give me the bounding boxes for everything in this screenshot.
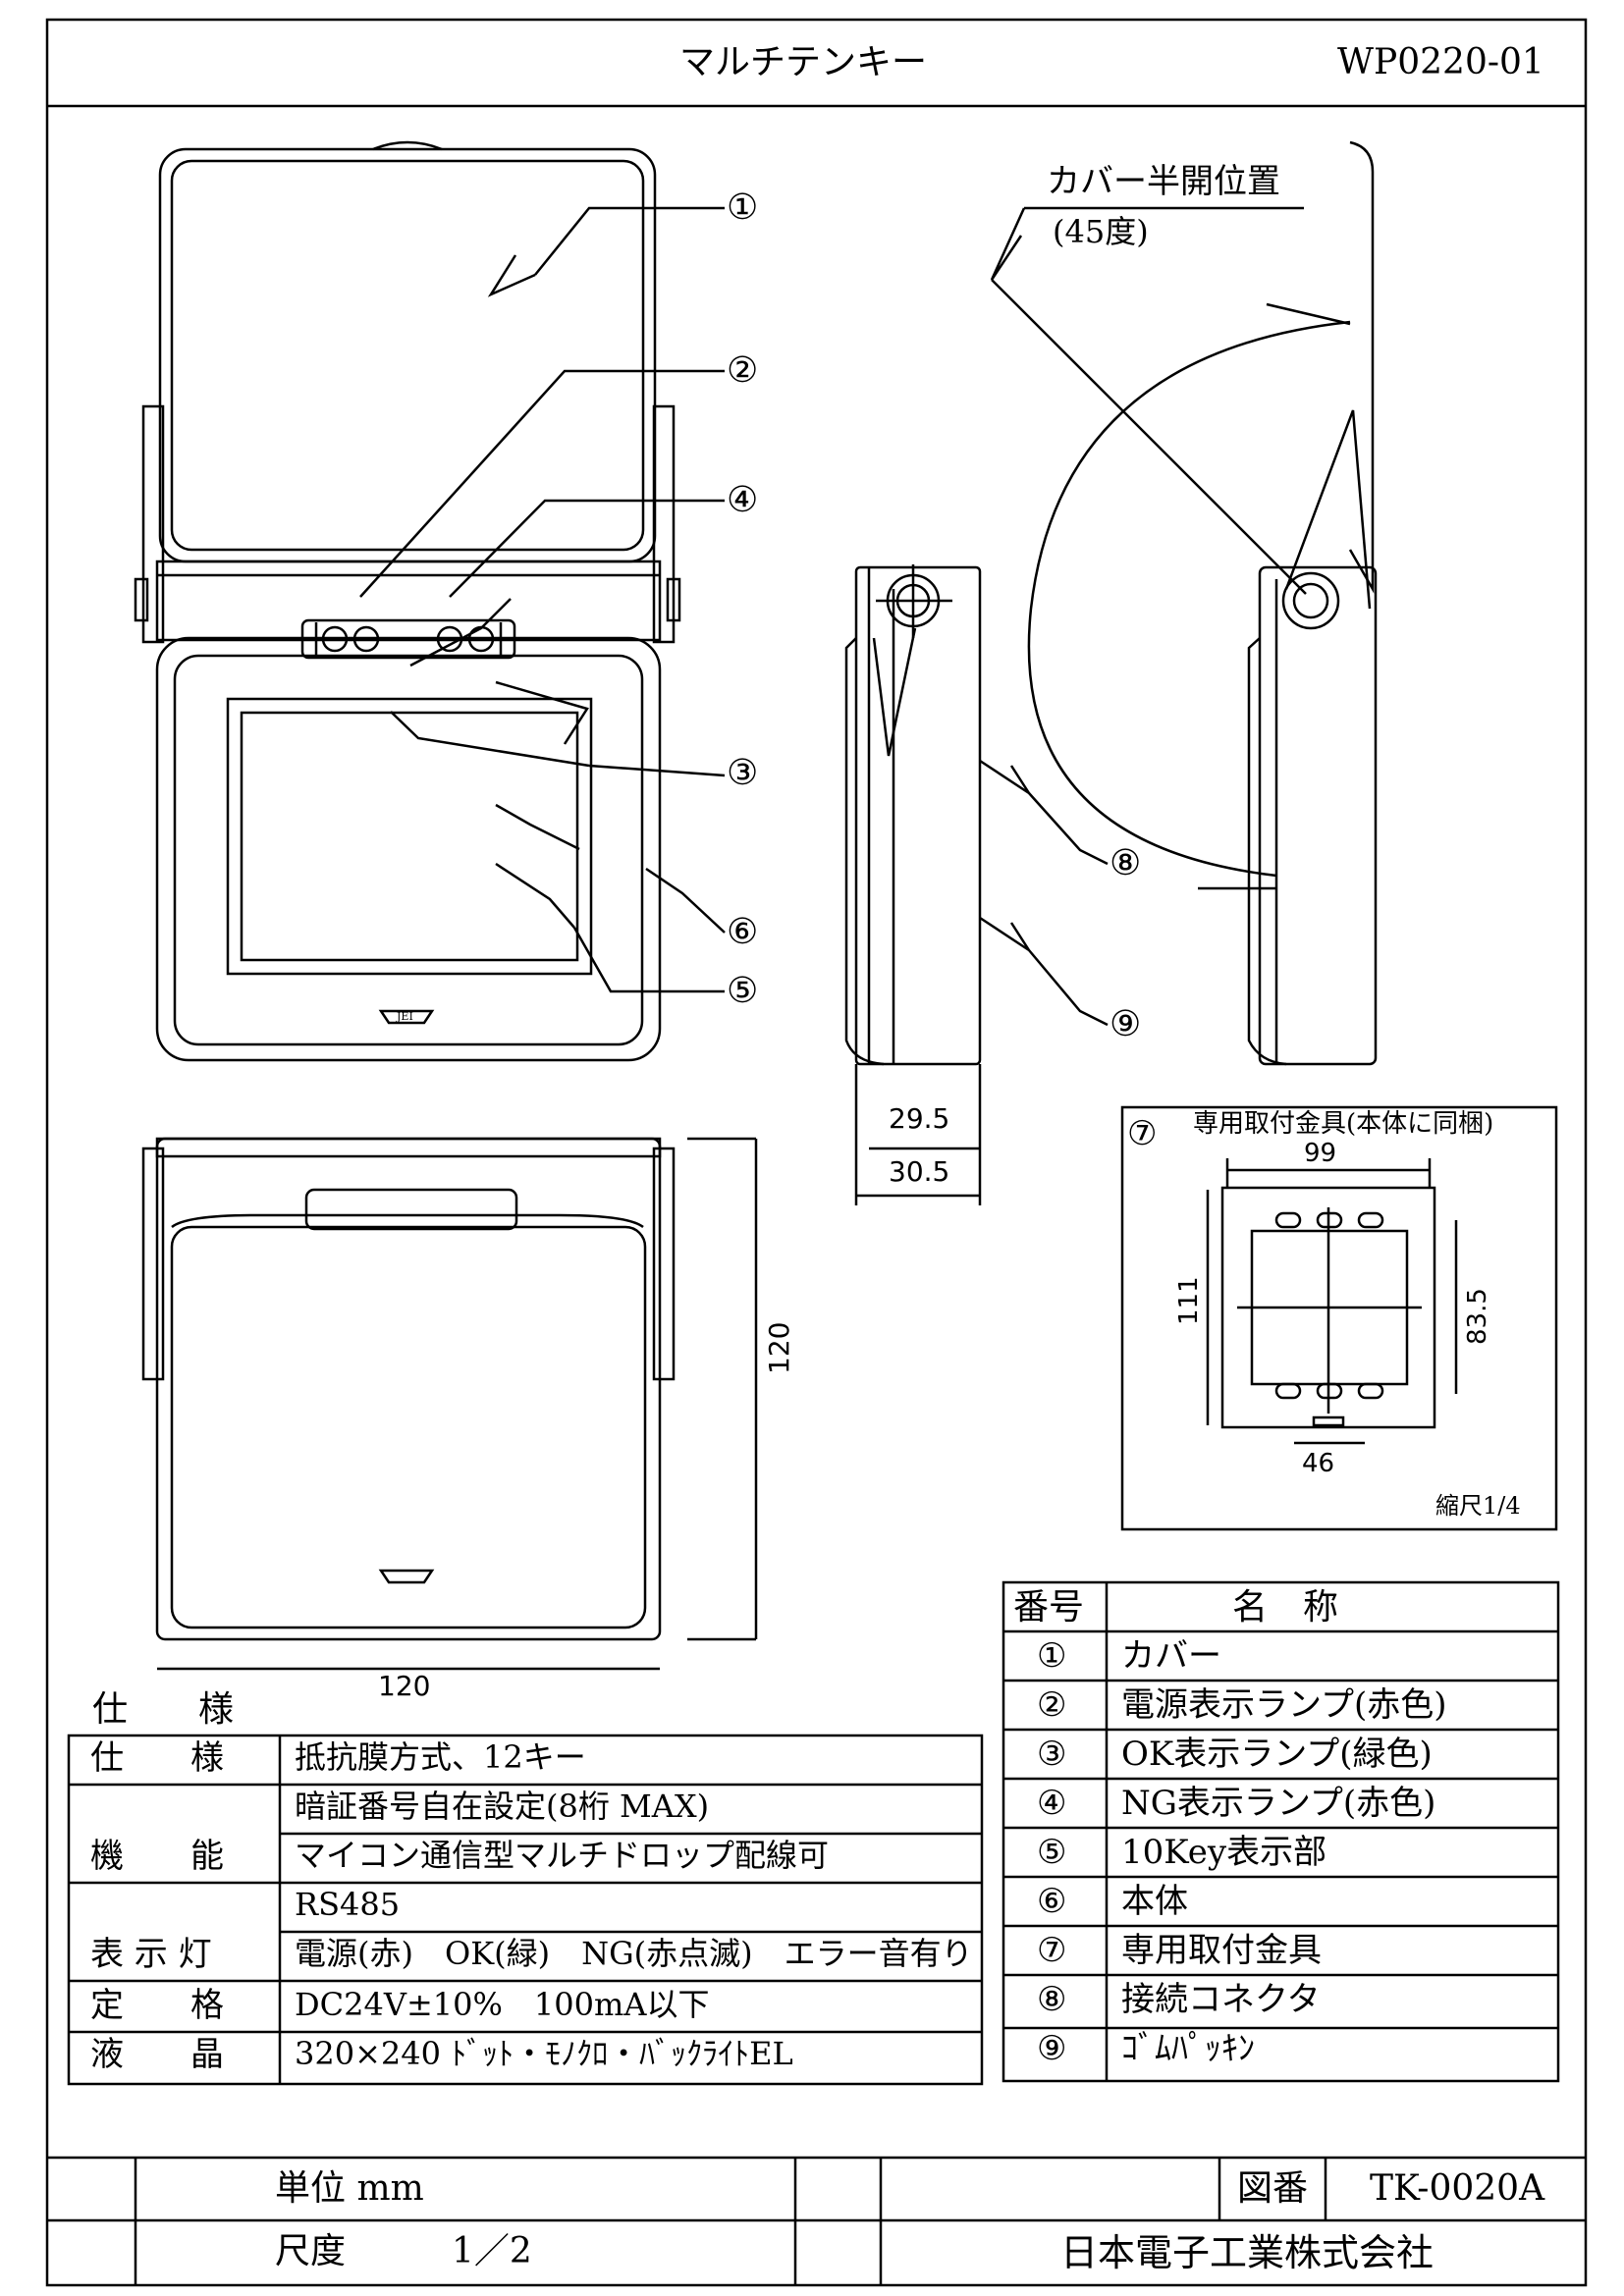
drawing-title: マルチテンキー <box>679 42 928 82</box>
bracket-dim-width: 99 <box>1304 1139 1337 1168</box>
spec-row-value: 抵抗膜方式、12キー <box>295 1738 586 1776</box>
scale-value: 1／2 <box>452 2231 532 2271</box>
part-name: 本体 <box>1121 1882 1188 1921</box>
part-name: 接続コネクタ <box>1121 1980 1321 2019</box>
callout-4: ④ <box>727 480 759 520</box>
part-name: NG表示ランプ(赤色) <box>1121 1784 1436 1823</box>
drawing-code: WP0220-01 <box>1337 42 1544 82</box>
spec-title: 仕 様 <box>92 1689 235 1730</box>
part-number: ③ <box>1037 1735 1067 1774</box>
part-name: 10Key表示部 <box>1121 1833 1327 1872</box>
spec-table-grid <box>67 1734 984 2086</box>
parts-header-number: 番号 <box>1013 1587 1085 1628</box>
bottom-view <box>141 1137 758 1671</box>
spec-row-value: RS485 <box>295 1886 401 1923</box>
bracket-dim-height: 111 <box>1174 1276 1204 1325</box>
dim-width-bottom: 120 <box>378 1670 431 1702</box>
drawing-no-label: 図番 <box>1237 2168 1309 2209</box>
bracket-dim-inner-height: 83.5 <box>1463 1288 1492 1345</box>
bracket-dim-bottom: 46 <box>1302 1449 1335 1478</box>
spec-row-label: 表 示 灯 <box>90 1935 212 1974</box>
dim-height-side: 120 <box>763 1321 795 1374</box>
part-number: ⑧ <box>1037 1980 1067 2019</box>
part-name: 電源表示ランプ(赤色) <box>1121 1685 1447 1725</box>
spec-row-label: 仕 様 <box>90 1738 224 1778</box>
callout-8: ⑧ <box>1110 843 1142 883</box>
dim-depth-outer: 30.5 <box>889 1155 950 1188</box>
part-number: ① <box>1037 1636 1067 1676</box>
side-view <box>844 564 1109 1205</box>
lcd-display <box>226 697 593 976</box>
part-name: OK表示ランプ(緑色) <box>1121 1735 1433 1774</box>
part-number: ② <box>1037 1685 1067 1725</box>
cover-angle-label: (45度) <box>1053 213 1149 250</box>
sheet-border <box>45 18 1588 2287</box>
callout-9: ⑨ <box>1110 1004 1142 1044</box>
spec-row-value: 320×240 ﾄﾞｯﾄ・ﾓﾉｸﾛ・ﾊﾞｯｸﾗｲﾄEL <box>295 2035 793 2072</box>
part-name: ｺﾞﾑﾊﾟｯｷﾝ <box>1121 2029 1255 2068</box>
title-block-grid <box>47 2156 1586 2285</box>
spec-row-label: 定 格 <box>90 1986 224 2025</box>
front-view: JEI <box>134 140 726 1062</box>
spec-row-label: 機 能 <box>90 1837 224 1876</box>
parts-table-grid <box>1001 1580 1560 2083</box>
company-name: 日本電子工業株式会社 <box>1060 2231 1435 2274</box>
spec-row-label: 液 晶 <box>90 2035 224 2074</box>
part-number: ⑦ <box>1037 1931 1067 1970</box>
scale-label: 尺度 <box>275 2231 347 2271</box>
callout-5: ⑤ <box>727 971 759 1011</box>
parts-header-name: 名 称 <box>1232 1587 1339 1628</box>
callout-6: ⑥ <box>727 912 759 952</box>
callout-3: ③ <box>727 753 759 793</box>
unit-label: 単位 mm <box>275 2168 424 2209</box>
dim-depth-inner: 29.5 <box>889 1102 950 1135</box>
bracket-view <box>1120 1105 1558 1531</box>
bracket-title: 専用取付金具(本体に同梱) <box>1193 1109 1494 1139</box>
spec-row-value: 電源(赤) OK(緑) NG(赤点滅) エラー音有り <box>295 1935 973 1972</box>
jei-logo-icon <box>378 1009 435 1025</box>
part-number: ⑨ <box>1037 2029 1067 2068</box>
part-number: ⑤ <box>1037 1833 1067 1872</box>
callout-1: ① <box>727 187 759 228</box>
drawing-no: TK-0020A <box>1370 2168 1545 2209</box>
spec-row-value: 暗証番号自在設定(8桁 MAX) <box>295 1788 710 1825</box>
part-number: ④ <box>1037 1784 1067 1823</box>
spec-row-value: DC24V±10% 100mA以下 <box>295 1986 710 2023</box>
bracket-scale-note: 縮尺1/4 <box>1435 1492 1521 1520</box>
side-view-open <box>990 140 1378 1066</box>
callout-2: ② <box>727 350 759 391</box>
bracket-number: ⑦ <box>1127 1114 1158 1153</box>
part-number: ⑥ <box>1037 1882 1067 1921</box>
spec-row-value: マイコン通信型マルチドロップ配線可 <box>295 1837 830 1874</box>
part-name: カバー <box>1121 1636 1221 1676</box>
cover-half-open-label: カバー半開位置 <box>1047 162 1280 201</box>
part-name: 専用取付金具 <box>1121 1931 1322 1970</box>
svg-text:JEI: JEI <box>396 1010 413 1023</box>
